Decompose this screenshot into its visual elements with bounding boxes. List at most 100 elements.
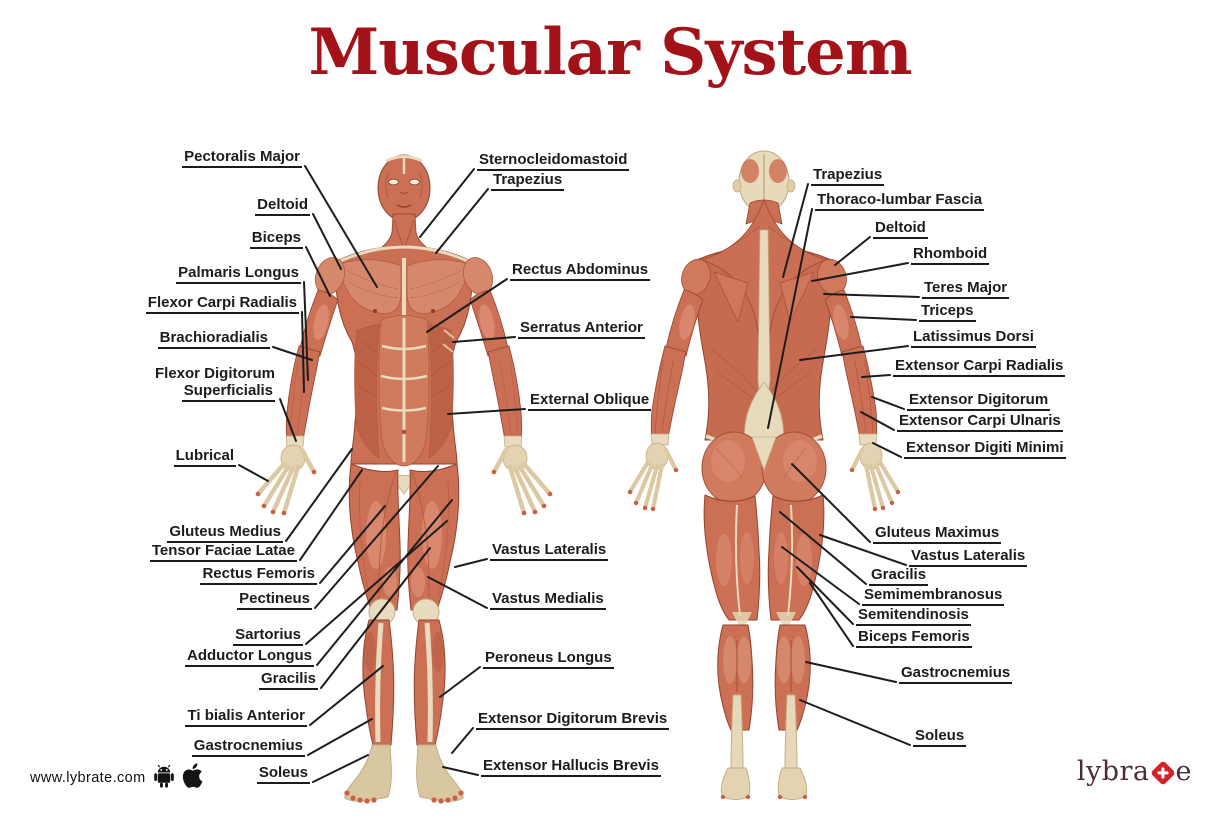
- android-icon: [153, 763, 175, 793]
- ll-gracilis-front: [320, 547, 431, 689]
- ll-biceps: [305, 246, 331, 297]
- ll-vastus-lateralis-front: [454, 558, 488, 568]
- logo-plus-icon: [1149, 759, 1176, 786]
- front-neck: [377, 213, 431, 251]
- website-url: www.lybrate.com: [30, 770, 146, 786]
- back-head: [732, 150, 796, 225]
- label-sternocleidomastoid: Sternocleidomastoid: [477, 151, 630, 171]
- ll-latissimus-dorsi: [799, 345, 909, 361]
- ll-extensor-hallucis-brevis: [442, 766, 479, 776]
- ll-sternocleidomastoid: [419, 168, 475, 238]
- label-deltoid-front: Deltoid: [255, 196, 310, 216]
- ll-flexor-carpi-radialis: [301, 311, 305, 393]
- label-gracilis-back: Gracilis: [869, 566, 929, 586]
- label-biceps: Biceps: [249, 229, 303, 249]
- apple-icon: [182, 763, 203, 793]
- label-serratus-anterior: Serratus Anterior: [518, 319, 645, 339]
- label-teres-major: Teres Major: [922, 279, 1010, 299]
- back-left-arm: [627, 258, 711, 512]
- ll-vastus-lateralis-back: [819, 534, 907, 566]
- label-gastrocnemius-back: Gastrocnemius: [899, 664, 1013, 684]
- label-flexor-carpi-radialis: Flexor Carpi Radialis: [145, 294, 299, 314]
- front-right-arm: [462, 257, 553, 516]
- label-deltoid-back: Deltoid: [873, 219, 928, 239]
- label-extensor-digiti-minimi: Extensor Digiti Minimi: [904, 439, 1066, 459]
- ll-deltoid-front: [312, 213, 342, 270]
- ll-rhomboid: [811, 262, 909, 282]
- label-soleus-front: Soleus: [256, 764, 310, 784]
- label-external-oblique: External Oblique: [528, 391, 652, 411]
- ll-pectoralis-major: [304, 165, 378, 288]
- ll-extensor-digitorum: [871, 396, 905, 410]
- footer-branding: www.lybrate.com: [30, 763, 203, 793]
- ll-extensor-carpi-radialis: [861, 374, 891, 378]
- ll-gluteus-maximus: [791, 463, 871, 543]
- label-trapezius-back: Trapezius: [811, 166, 885, 186]
- front-torso: [335, 245, 473, 495]
- ll-teres-major: [823, 293, 920, 298]
- label-extensor-digitorum-brevis: Extensor Digitorum Brevis: [476, 710, 670, 730]
- ll-semimembranosus: [781, 546, 860, 605]
- ll-peroneus-longus: [439, 666, 481, 698]
- leader-lines: [238, 165, 920, 783]
- label-biceps-femoris: Biceps Femoris: [856, 628, 972, 648]
- ll-flexor-digitorum-superficialis: [279, 398, 297, 442]
- logo-text-prefix: lybra: [1076, 756, 1150, 787]
- label-pectoralis-major: Pectoralis Major: [182, 148, 302, 168]
- ll-gastrocnemius-front: [307, 718, 373, 756]
- ll-semitendinosis: [796, 566, 854, 625]
- label-gluteus-medius: Gluteus Medius: [167, 523, 283, 543]
- ll-rectus-femoris: [319, 505, 386, 584]
- label-lubrical: Lubrical: [173, 447, 236, 467]
- label-extensor-carpi-ulnaris: Extensor Carpi Ulnaris: [897, 412, 1063, 432]
- label-tibialis-anterior: Ti bialis Anterior: [185, 707, 307, 727]
- label-vastus-medialis: Vastus Medialis: [490, 590, 606, 610]
- page-title: Muscular System: [308, 15, 912, 90]
- label-semimembranosus: Semimembranosus: [862, 586, 1005, 606]
- ll-vastus-medialis: [427, 576, 488, 609]
- back-glutes: [701, 431, 827, 507]
- label-flexor-digitorum-superficialis: Flexor Digitorum Superficialis: [153, 365, 277, 403]
- label-palmaris-longus: Palmaris Longus: [176, 264, 301, 284]
- ll-extensor-digitorum-brevis: [451, 727, 474, 754]
- label-extensor-hallucis-brevis: Extensor Hallucis Brevis: [481, 757, 661, 777]
- label-rectus-abdominus: Rectus Abdominus: [510, 261, 651, 281]
- ll-tibialis-anterior: [309, 665, 384, 726]
- ll-adductor-longus: [316, 499, 453, 666]
- label-triceps: Triceps: [919, 302, 976, 322]
- label-vastus-lateralis-back: Vastus Lateralis: [909, 547, 1028, 567]
- ll-brachioradialis: [272, 346, 313, 361]
- label-gluteus-maximus: Gluteus Maximus: [873, 524, 1002, 544]
- ll-tensor-faciae-latae: [299, 469, 363, 561]
- ll-extensor-carpi-ulnaris: [860, 411, 895, 431]
- lybrate-logo: lybra e: [1077, 756, 1192, 787]
- ll-triceps: [850, 316, 917, 321]
- ll-gracilis-back: [779, 511, 867, 585]
- label-rectus-femoris: Rectus Femoris: [200, 565, 317, 585]
- label-extensor-carpi-radialis: Extensor Carpi Radialis: [893, 357, 1066, 377]
- label-brachioradialis: Brachioradialis: [157, 329, 270, 349]
- ll-gastrocnemius-back: [805, 661, 897, 683]
- ll-thoraco-lumbar-fascia: [767, 208, 813, 429]
- label-pectineus: Pectineus: [237, 590, 312, 610]
- front-head: [377, 154, 431, 222]
- front-right-leg: [407, 463, 464, 804]
- label-vastus-lateralis-front: Vastus Lateralis: [490, 541, 609, 561]
- back-torso: [696, 199, 832, 454]
- ll-rectus-abdominus: [426, 278, 508, 333]
- label-line-2: Superficialis: [181, 382, 275, 402]
- ll-trapezius-front: [435, 188, 489, 254]
- ll-pectineus: [314, 465, 439, 609]
- label-latissimus-dorsi: Latissimus Dorsi: [911, 328, 1036, 348]
- label-gracilis-front: Gracilis: [258, 670, 318, 690]
- ll-trapezius-back: [782, 183, 809, 278]
- label-tensor-faciae-latae: Tensor Faciae Latae: [149, 542, 297, 562]
- ll-extensor-digiti-minimi: [872, 442, 902, 458]
- label-peroneus-longus: Peroneus Longus: [483, 649, 614, 669]
- ll-sartorius: [305, 520, 448, 645]
- label-adductor-longus: Adductor Longus: [185, 647, 314, 667]
- ll-gluteus-medius: [285, 448, 353, 542]
- label-gastrocnemius-front: Gastrocnemius: [191, 737, 305, 757]
